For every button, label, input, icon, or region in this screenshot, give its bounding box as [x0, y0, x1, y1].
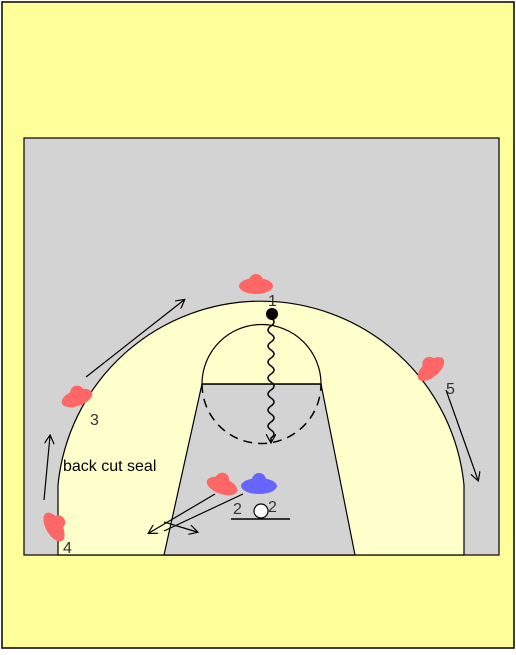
defender-2-number: 2: [268, 499, 277, 516]
player-4-number: 4: [63, 540, 72, 557]
offense-player-1[interactable]: [239, 274, 273, 294]
player-5-number: 5: [446, 381, 455, 398]
free-throw-circle-top: [201, 323, 322, 385]
cut-arrow-player-4: [43, 436, 50, 501]
player-1-number: 1: [268, 293, 277, 310]
dribble-path: [268, 317, 274, 442]
offense-player-3[interactable]: [58, 381, 95, 411]
annotation-text: back cut seal: [63, 458, 156, 475]
player-2-number: 2: [233, 501, 242, 518]
defender-2[interactable]: [241, 473, 277, 494]
back-cut-arrow-b: [163, 493, 244, 532]
back-cut-arrow-c: [163, 521, 197, 532]
back-cut-arrow-a: [149, 493, 216, 533]
offense-player-5[interactable]: [411, 350, 448, 386]
ball: [266, 308, 278, 320]
offense-player-4[interactable]: [39, 507, 73, 545]
offense-player-2[interactable]: [204, 468, 241, 499]
basket: [253, 503, 269, 519]
cut-arrow-player-5: [445, 389, 478, 480]
free-throw-circle-bottom: [201, 383, 322, 445]
player-3-number: 3: [90, 412, 99, 429]
cut-arrow-player-3: [85, 300, 184, 378]
